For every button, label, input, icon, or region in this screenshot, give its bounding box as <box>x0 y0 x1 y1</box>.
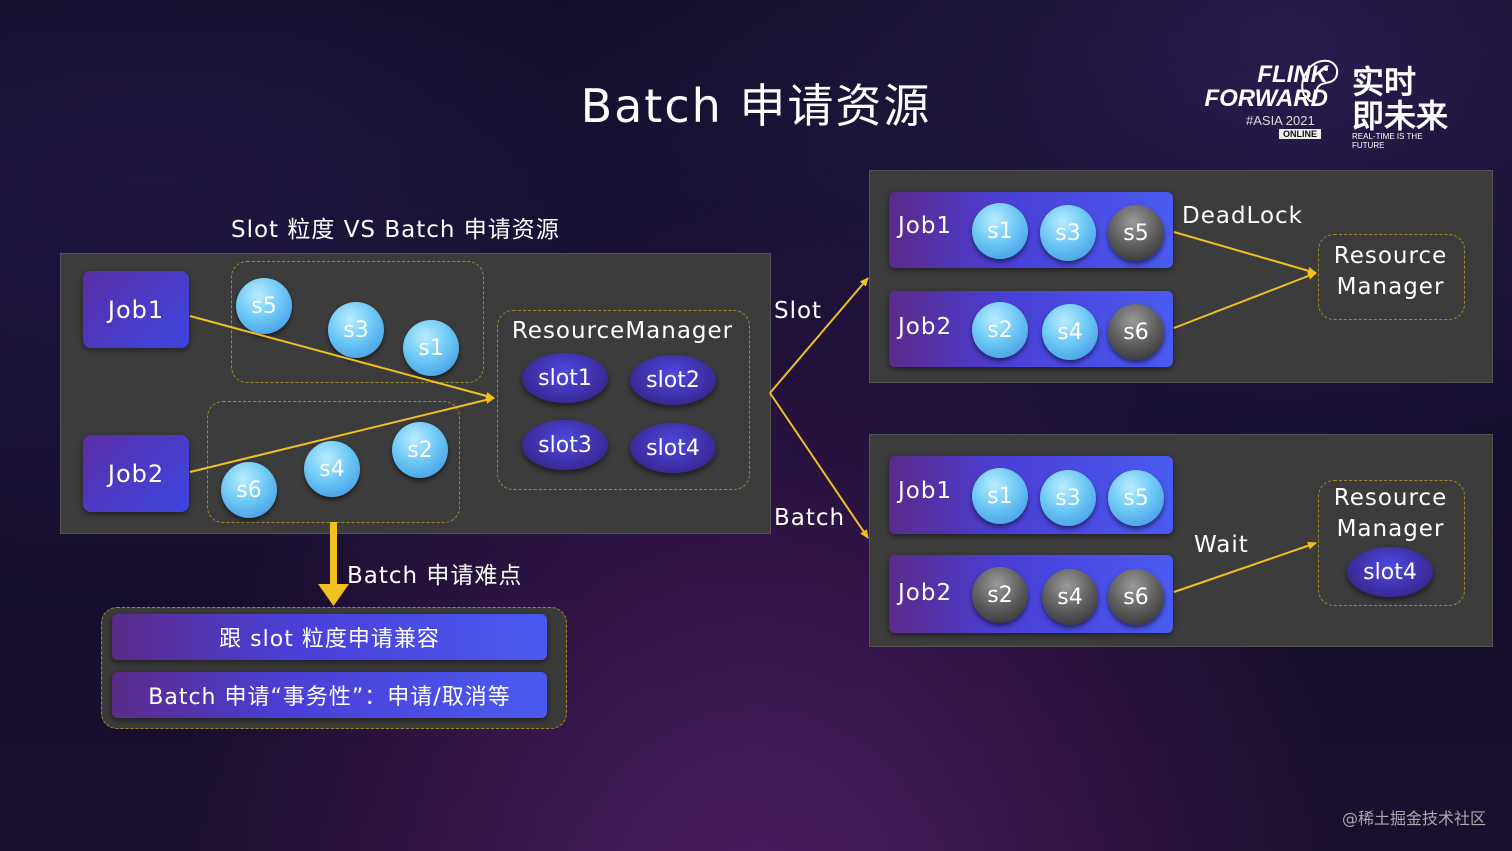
slot-label: s3 <box>343 317 369 343</box>
wait-label: Wait <box>1194 532 1249 558</box>
slot-label: s1 <box>418 335 444 361</box>
resource-manager-box <box>497 310 750 490</box>
wait-job1-s3: s3 <box>1040 470 1096 526</box>
wait-job1-s5: s5 <box>1108 470 1164 526</box>
slot-s6: s6 <box>221 462 277 518</box>
slot-s4: s4 <box>304 441 360 497</box>
slot-s3: s3 <box>328 302 384 358</box>
wait-job2-s4: s4 <box>1042 569 1098 625</box>
difficulty-label: Batch 申请难点 <box>347 563 523 589</box>
slot-label: s4 <box>1057 584 1083 610</box>
deadlock-job2-s2: s2 <box>972 302 1028 358</box>
difficulty-text: 跟 slot 粒度申请兼容 <box>219 627 440 652</box>
rm-slot4: slot4 <box>630 423 716 473</box>
deadlock-rm-text: Resource Manager <box>1318 241 1463 303</box>
slot-label: s3 <box>1055 485 1081 511</box>
slot-s2: s2 <box>392 422 448 478</box>
slot-label: s2 <box>407 437 433 463</box>
rm-slot1: slot1 <box>522 353 608 403</box>
rm-title: ResourceManager <box>511 318 734 344</box>
deadlock-job2-arrow <box>1173 272 1317 329</box>
wait-arrow <box>1173 541 1317 593</box>
rm-line1: Resource <box>1333 485 1448 511</box>
rm-line1: Resource <box>1333 243 1448 269</box>
deadlock-job1-s3: s3 <box>1040 205 1096 261</box>
deadlock-rm-box <box>1318 234 1465 320</box>
logo-online-badge: ONLINE <box>1279 129 1322 139</box>
job2-label: Job2 <box>107 459 165 488</box>
down-arrow <box>318 522 349 606</box>
slot-label: s3 <box>1055 220 1081 246</box>
logo-tagline: REAL-TIME IS THE FUTURE <box>1352 132 1423 150</box>
wait-job2-label: Job2 <box>898 580 953 606</box>
batch-path-label: Batch <box>774 505 846 531</box>
wait-rm-text: Resource Manager <box>1318 483 1463 545</box>
flink-forward-logo: FLINK FORWARD #ASIA 2021 ONLINE 实时 即未来 R… <box>1196 55 1456 150</box>
rm-line2: Manager <box>1336 274 1445 300</box>
job2-to-rm-arrow <box>189 396 495 473</box>
slot-label: s5 <box>1123 485 1149 511</box>
squirrel-icon <box>1301 59 1339 103</box>
watermark: @稀土掘金技术社区 <box>1341 809 1486 828</box>
logo-cn-line1: 实时 <box>1352 63 1417 101</box>
deadlock-job1-arrow <box>1173 231 1317 275</box>
job1-box: Job1 <box>83 271 189 348</box>
logo-asia: #ASIA 2021 <box>1246 113 1315 128</box>
rm-slot-label: slot3 <box>538 432 592 458</box>
job1-slot-group <box>231 261 484 383</box>
rm-slot3: slot3 <box>522 420 608 470</box>
slot-label: s2 <box>987 582 1013 608</box>
slot-label: s5 <box>251 293 277 319</box>
slot-s5: s5 <box>236 278 292 334</box>
deadlock-job2-s4: s4 <box>1042 304 1098 360</box>
slot-label: s6 <box>1123 584 1149 610</box>
job1-label: Job1 <box>107 295 165 324</box>
logo-line1: FLINK <box>1257 61 1328 88</box>
wait-rm-slot4: slot4 <box>1347 547 1433 597</box>
deadlock-job1-s5: s5 <box>1108 205 1164 261</box>
page-title: Batch 申请资源 <box>580 79 932 133</box>
rm-line2: Manager <box>1336 516 1445 542</box>
slot-label: s4 <box>1057 319 1083 345</box>
rm-slot2: slot2 <box>630 355 716 405</box>
logo-cn: 实时 即未来 <box>1352 65 1448 133</box>
slot-label: s1 <box>987 483 1013 509</box>
wait-job1-label: Job1 <box>898 478 953 504</box>
left-subtitle: Slot 粒度 VS Batch 申请资源 <box>231 217 560 243</box>
job2-box: Job2 <box>83 435 189 512</box>
wait-job2-s2: s2 <box>972 567 1028 623</box>
rm-slot-label: slot1 <box>538 365 592 391</box>
job1-to-rm-arrow <box>189 315 495 400</box>
slot-path-label: Slot <box>774 298 823 324</box>
deadlock-job1-s1: s1 <box>972 203 1028 259</box>
deadlock-label: DeadLock <box>1182 203 1304 229</box>
deadlock-job1-label: Job1 <box>898 213 953 239</box>
slot-arrow <box>769 277 869 394</box>
wait-job1-s1: s1 <box>972 468 1028 524</box>
difficulty-item-1: 跟 slot 粒度申请兼容 <box>112 614 547 660</box>
logo-cn-line2: 即未来 <box>1352 97 1449 135</box>
rm-slot-label: slot4 <box>1363 559 1417 585</box>
wait-rm-box <box>1318 480 1465 606</box>
slot-label: s5 <box>1123 220 1149 246</box>
deadlock-job2-s6: s6 <box>1108 304 1164 360</box>
slot-label: s6 <box>236 477 262 503</box>
rm-slot-label: slot2 <box>646 367 700 393</box>
slot-label: s4 <box>319 456 345 482</box>
rm-slot-label: slot4 <box>646 435 700 461</box>
slot-label: s1 <box>987 218 1013 244</box>
difficulty-text: Batch 申请“事务性”：申请/取消等 <box>148 685 511 710</box>
slot-s1: s1 <box>403 320 459 376</box>
wait-job2-s6: s6 <box>1108 569 1164 625</box>
batch-arrow <box>769 392 869 539</box>
slot-label: s2 <box>987 317 1013 343</box>
difficulty-item-2: Batch 申请“事务性”：申请/取消等 <box>112 672 547 718</box>
slot-label: s6 <box>1123 319 1149 345</box>
deadlock-job2-label: Job2 <box>898 314 953 340</box>
